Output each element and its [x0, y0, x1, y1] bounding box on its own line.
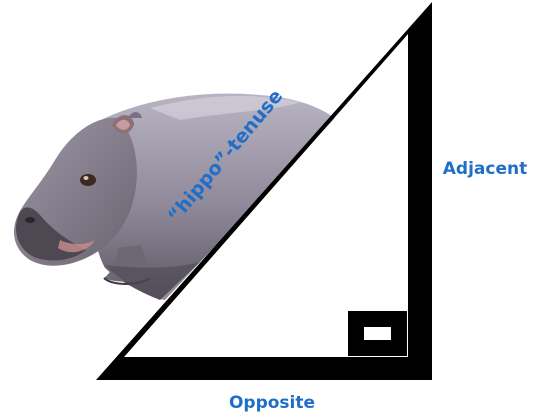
right-angle-marker	[356, 319, 399, 348]
opposite-label: Opposite	[229, 393, 315, 413]
adjacent-label: Adjacent	[443, 159, 527, 179]
hippo-image	[14, 93, 335, 300]
